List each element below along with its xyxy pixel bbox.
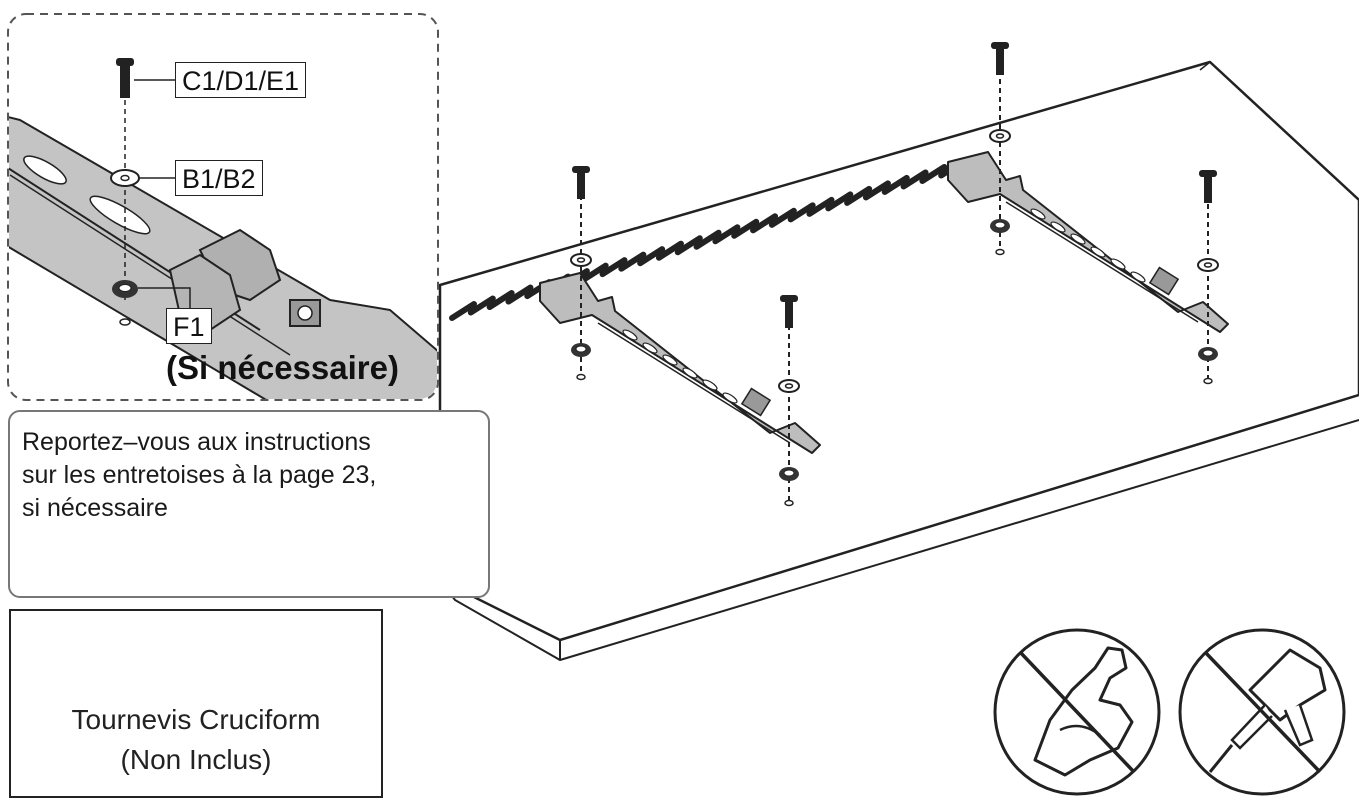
vent-slot — [693, 229, 722, 250]
vent-slot — [674, 235, 703, 256]
vent-slot — [825, 191, 854, 212]
hole-icon — [995, 248, 1005, 256]
tool-requirement-box: Tournevis Cruciform (Non Inclus) — [9, 609, 383, 798]
vent-slot — [637, 246, 666, 267]
screw-part-label: C1/D1/E1 — [175, 62, 307, 98]
vent-slot — [900, 169, 929, 190]
no-power-drill-icon — [1178, 628, 1346, 796]
vent-slot — [618, 251, 647, 272]
vent-slot — [787, 202, 816, 223]
vent-slot — [881, 174, 910, 195]
vent-slot — [655, 240, 684, 261]
screw-icon — [572, 166, 590, 199]
washer-icon — [778, 379, 800, 393]
tool-name: Tournevis Cruciform — [71, 704, 321, 735]
hole-icon — [784, 499, 794, 507]
vent-slot — [486, 290, 515, 311]
washer-part-label: B1/B2 — [175, 160, 263, 196]
washer-icon — [1197, 258, 1219, 272]
spacer-part-label: F1 — [166, 308, 212, 344]
vent-slot — [712, 224, 741, 245]
hole-icon — [576, 373, 586, 381]
vent-slot — [919, 163, 948, 184]
vent-slot — [599, 257, 628, 278]
vent-slot — [844, 185, 873, 206]
spacer-note-box: Reportez–vous aux instructions sur les e… — [8, 410, 490, 598]
vent-slot — [505, 284, 534, 305]
spacer-note-text: Reportez–vous aux instructions sur les e… — [22, 426, 487, 525]
no-excessive-force-icon — [993, 628, 1161, 796]
conditional-note: (Si nécessaire) — [166, 349, 399, 386]
washer-icon — [570, 253, 592, 267]
spacer-icon — [778, 466, 800, 482]
spacer-icon — [989, 218, 1011, 234]
vent-slot — [467, 295, 496, 316]
vent-slot — [768, 207, 797, 228]
note-line: si nécessaire — [22, 494, 168, 522]
vent-slot — [862, 180, 891, 201]
tool-availability: (Non Inclus) — [120, 744, 272, 775]
spacer-icon — [1197, 346, 1219, 362]
washer-icon — [989, 129, 1011, 143]
spacer-icon — [570, 342, 592, 358]
vent-slot — [449, 301, 477, 321]
note-line: sur les entretoises à la page 23, — [22, 461, 377, 489]
screw-icon — [991, 42, 1009, 75]
vent-slot — [580, 262, 609, 283]
tv-back-panel — [438, 60, 1359, 662]
hole-icon — [1203, 377, 1213, 385]
zoom-inset — [7, 13, 439, 401]
vent-slot — [806, 196, 835, 217]
vent-slot — [750, 213, 779, 234]
note-line: Reportez–vous aux instructions — [22, 428, 371, 456]
vent-slot — [731, 218, 760, 239]
